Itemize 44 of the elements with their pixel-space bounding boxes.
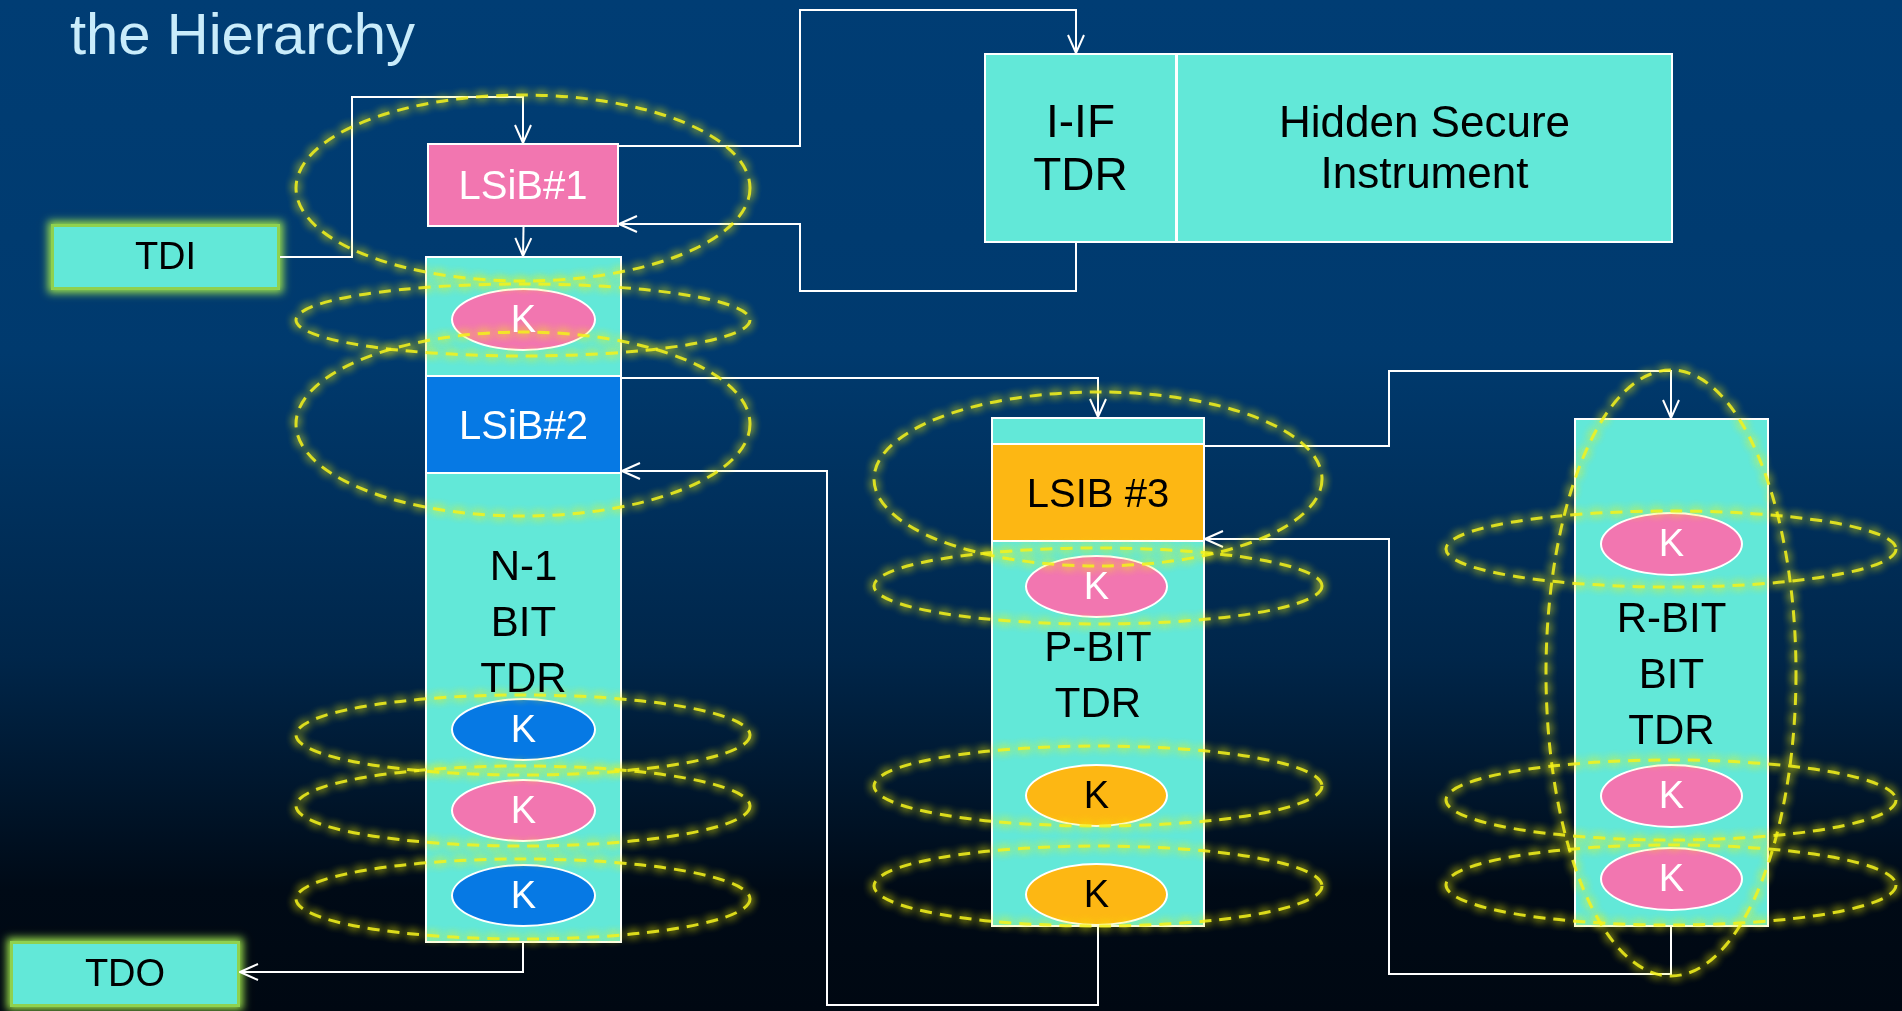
key-oval	[451, 288, 596, 351]
connector-arrow	[618, 215, 1077, 292]
node-label: K	[510, 788, 537, 833]
node-label: K	[1658, 857, 1685, 901]
key-oval	[1600, 847, 1743, 911]
key-oval	[1600, 512, 1743, 576]
port-box	[51, 224, 280, 290]
node-label: K	[1658, 774, 1685, 818]
node-label: R-BIT BIT TDR	[1615, 593, 1728, 755]
node-label: K	[510, 707, 537, 752]
node-label: N-1 BIT TDR	[479, 541, 568, 703]
node-label: K	[1658, 522, 1685, 566]
node-label: K	[510, 873, 537, 918]
register-column	[425, 256, 622, 943]
connector-arrow	[1204, 530, 1672, 975]
connector-arrow	[621, 377, 1107, 418]
node-label: K	[1083, 564, 1110, 609]
slide-title: the Hierarchy	[70, 0, 415, 67]
sib-box	[427, 143, 619, 227]
node-label: P-BIT TDR	[1043, 622, 1153, 728]
sib-box	[991, 443, 1205, 542]
connector-arrow	[239, 942, 524, 981]
register-column	[1574, 418, 1769, 927]
node-label: K	[1083, 872, 1110, 917]
node-label: K	[510, 297, 537, 342]
node-label: TDI	[134, 235, 197, 279]
node-label: LSiB#1	[458, 162, 588, 208]
instrument-box	[1176, 53, 1673, 243]
connector-arrow	[1204, 370, 1680, 447]
connector-arrow	[279, 96, 532, 258]
sib-box	[425, 375, 622, 474]
node-label: I-IF TDR	[1032, 95, 1129, 201]
node-label: LSIB #3	[1026, 469, 1170, 516]
port-box	[10, 941, 240, 1007]
connector-arrow	[514, 226, 533, 257]
register-box	[984, 53, 1177, 243]
node-label: TDO	[84, 952, 166, 996]
node-label: Hidden Secure Instrument	[1277, 97, 1572, 199]
connector-arrow	[618, 9, 1085, 147]
node-label: LSiB#2	[459, 401, 588, 448]
node-label: K	[1083, 773, 1110, 818]
connector-arrow	[621, 462, 1099, 1006]
register-column	[991, 417, 1205, 927]
key-oval	[1025, 555, 1168, 618]
